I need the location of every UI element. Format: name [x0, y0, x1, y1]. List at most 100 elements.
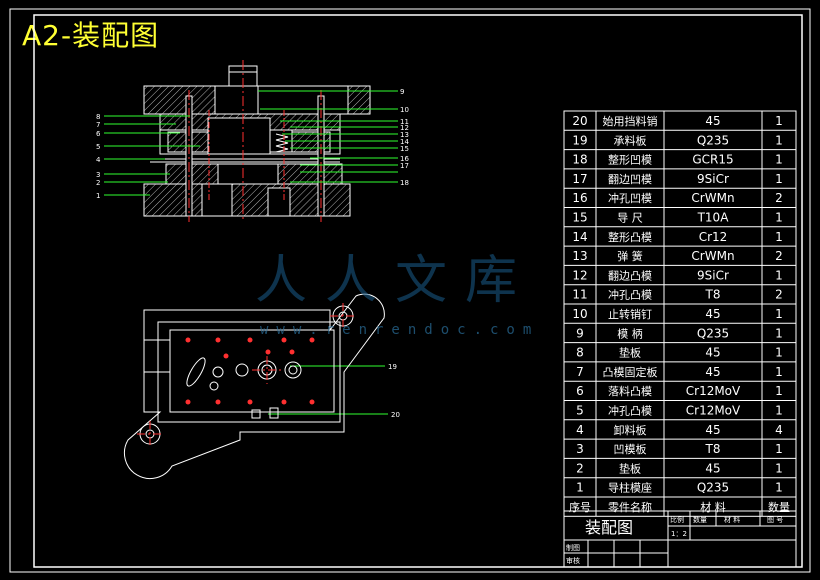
plan-screws	[185, 337, 315, 405]
bom-part-name: 承料板	[614, 133, 647, 147]
callout-13: 13	[400, 131, 409, 139]
callout-20: 20	[391, 411, 400, 419]
bom-material: 45	[705, 423, 720, 437]
callout-17: 17	[400, 162, 409, 170]
center-lines	[188, 60, 322, 222]
bom-no: 16	[572, 191, 587, 205]
bom-part-name: 翻边凸模	[608, 268, 652, 282]
callout-4: 4	[96, 156, 101, 164]
drawing-no-label: 图 号	[767, 516, 783, 524]
bom-header-material: 材 料	[700, 500, 726, 514]
bom-header-no: 序号	[569, 500, 591, 514]
bom-material: Q235	[697, 481, 729, 495]
bom-qty: 1	[775, 404, 783, 418]
bom-material: 45	[705, 461, 720, 475]
bom-no: 17	[572, 172, 587, 186]
bom-no: 13	[572, 249, 587, 263]
bom-qty: 1	[775, 307, 783, 321]
bom-part-name: 弹 簧	[617, 249, 643, 263]
callout-8: 8	[96, 113, 100, 121]
bom-no: 3	[576, 442, 584, 456]
bom-material: Cr12	[699, 230, 728, 244]
bom-qty: 1	[775, 172, 783, 186]
bom-material: 45	[705, 307, 720, 321]
bom-no: 7	[576, 365, 584, 379]
callout-18: 18	[400, 179, 409, 187]
bom-part-name: 导 尺	[617, 212, 643, 225]
drawing-name: 装配图	[585, 518, 633, 537]
bom-qty: 1	[775, 114, 783, 128]
bom-qty: 1	[775, 230, 783, 244]
count-label: 数量	[693, 515, 707, 524]
bom-part-name: 垫板	[619, 461, 641, 475]
bom-material: Q235	[697, 133, 729, 147]
bom-part-name: 落料凸模	[608, 384, 652, 398]
callout-3: 3	[96, 171, 100, 179]
bom-qty: 1	[775, 442, 783, 456]
bom-no: 9	[576, 326, 584, 340]
bom-no: 2	[576, 461, 584, 475]
bom-material: 45	[705, 114, 720, 128]
bom-qty: 1	[775, 384, 783, 398]
callout-labels: 9 10 11 12 13 14 15 16 17 18 8 7 6 5 4 3…	[96, 88, 409, 419]
outer-frame	[9, 8, 811, 573]
bom-no: 5	[576, 404, 584, 418]
bom-part-name: 凸模固定板	[603, 365, 658, 379]
bom-no: 10	[572, 307, 587, 321]
plan-view	[123, 293, 385, 480]
bom-part-name: 始用挡料销	[603, 114, 658, 128]
ratio-value: 1：2	[671, 530, 687, 538]
bom-qty: 1	[775, 211, 783, 225]
bom-material: 45	[705, 365, 720, 379]
bom-qty: 1	[775, 365, 783, 379]
callout-11: 11	[400, 118, 409, 126]
bom-no: 8	[576, 346, 584, 360]
bom-no: 1	[576, 481, 584, 495]
bom-material: CrWMn	[691, 249, 734, 263]
bom-part-name: 整形凸模	[608, 230, 652, 244]
bom-material: CrWMn	[691, 191, 734, 205]
bom-material: GCR15	[692, 153, 733, 167]
bom-part-name: 模 柄	[617, 327, 643, 340]
callout-5: 5	[96, 143, 100, 151]
bom-no: 19	[572, 133, 587, 147]
bom-part-name: 冲孔凸模	[608, 404, 652, 418]
bom-part-name: 凹模板	[614, 442, 647, 456]
bom-qty: 1	[775, 326, 783, 340]
callout-9: 9	[400, 88, 404, 96]
bom-qty: 2	[775, 191, 783, 205]
watermark-brand: 人人文库	[255, 251, 536, 311]
bom-no: 12	[572, 268, 587, 282]
bom-qty: 1	[775, 153, 783, 167]
bom-no: 4	[576, 423, 584, 437]
bom-qty: 1	[775, 481, 783, 495]
bom-header-qty: 数量	[768, 501, 790, 514]
callout-12: 12	[400, 124, 409, 132]
bom-material: Cr12MoV	[686, 384, 741, 398]
bom-no: 11	[572, 288, 587, 302]
checked-by-label: 审核	[566, 556, 580, 565]
bom-part-name: 冲孔凸模	[608, 288, 652, 302]
callout-7: 7	[96, 121, 100, 129]
watermark-url: www.renrendoc.com	[260, 322, 540, 338]
bom-qty: 1	[775, 133, 783, 147]
callout-2: 2	[96, 179, 100, 187]
bom-material: 9SiCr	[697, 268, 729, 282]
callout-15: 15	[400, 145, 409, 153]
drawn-by-label: 制图	[566, 543, 580, 552]
material-label: 材 料	[724, 515, 740, 524]
bom-part-name: 垫板	[619, 346, 641, 360]
callout-6: 6	[96, 130, 101, 138]
inner-frame	[33, 14, 803, 568]
bom-material: T8	[705, 442, 721, 456]
bom-part-name: 卸料板	[614, 423, 647, 437]
bom-part-name: 翻边凹模	[608, 172, 652, 186]
bom-part-name: 止转销钉	[608, 307, 652, 321]
title-block-text: 装配图 比例 1：2 数量 材 料 图 号 制图 审核	[566, 515, 783, 565]
bom-qty: 2	[775, 288, 783, 302]
bom-qty: 1	[775, 268, 783, 282]
bom-material: Q235	[697, 326, 729, 340]
callout-19: 19	[388, 363, 397, 371]
